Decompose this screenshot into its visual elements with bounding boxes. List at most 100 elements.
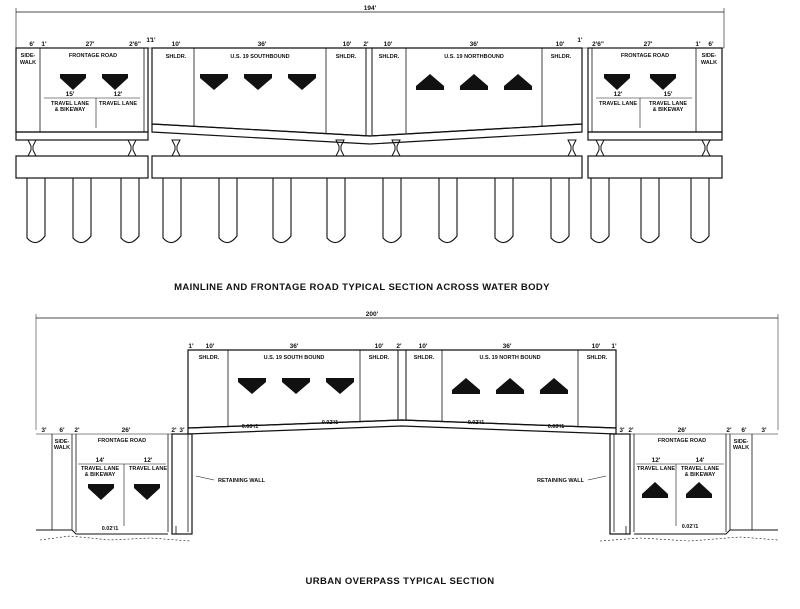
pile xyxy=(438,178,458,244)
frontage-road-label: FRONTAGE ROAD xyxy=(69,53,117,59)
cross-slope-label: 0.02'/1 xyxy=(102,526,119,532)
arrow-up-icon xyxy=(416,74,444,90)
bearing xyxy=(127,139,137,157)
top-mainline: 1' 10' 36' 10' 2' 10' 36' 10' 1' SHLDR. … xyxy=(150,37,583,145)
pile-cap xyxy=(15,155,149,179)
sidewalk-label: SIDE- xyxy=(734,439,749,445)
leader-line xyxy=(587,475,607,481)
dim-label: 1' xyxy=(150,37,156,44)
arrow-up-icon xyxy=(504,74,532,90)
arrow-down-icon xyxy=(60,74,86,90)
arrow-down-icon xyxy=(282,378,310,394)
arrow-up-icon xyxy=(642,482,668,498)
lane-label: & BIKEWAY xyxy=(653,107,684,113)
sidewalk-label: WALK xyxy=(733,445,749,451)
arrow-down-icon xyxy=(326,378,354,394)
shoulder-label: SHLDR. xyxy=(199,355,220,361)
arrow-up-icon xyxy=(452,378,480,394)
northbound-label: U.S. 19 NORTH BOUND xyxy=(479,355,540,361)
dim-label: 10' xyxy=(592,343,601,350)
sidewalk-label: WALK xyxy=(20,60,36,66)
dim-label: 2' xyxy=(363,41,369,48)
pile xyxy=(162,178,182,244)
arrow-up-icon xyxy=(540,378,568,394)
sidewalk-label: WALK xyxy=(54,445,70,451)
arrow-down-icon xyxy=(604,74,630,90)
dim-label: 2' xyxy=(726,427,732,434)
sidewalk-label: SIDE- xyxy=(55,439,70,445)
cross-slope-label: 0.03'/1 xyxy=(548,424,565,430)
bearing xyxy=(567,139,577,157)
bottom-section: 200' 1' 10' 36' 10' 2' 10' 36' 10' 1' SH… xyxy=(35,311,779,587)
cross-slope-label: 0.02'/1 xyxy=(682,524,699,530)
mainline-slab xyxy=(151,123,583,145)
pile xyxy=(326,178,346,244)
dim-label: 15' xyxy=(66,91,75,98)
dim-label: 12' xyxy=(652,457,661,464)
top-left-frontage: 6' 1' 27' 2'6" 1' SIDE- WALK FRONTAGE RO… xyxy=(15,37,152,141)
lane-label: TRAVEL LANE xyxy=(81,466,119,472)
top-right-frontage: 2'6" 27' 1' 6' SIDE- WALK FRONTAGE ROAD … xyxy=(587,41,723,141)
lane-label: TRAVEL LANE xyxy=(99,101,137,107)
pile xyxy=(26,178,46,244)
dim-label: 3' xyxy=(41,427,47,434)
pile xyxy=(640,178,660,244)
arrow-down-icon xyxy=(134,484,160,500)
cross-slope-label: 0.02'/1 xyxy=(468,420,485,426)
dim-label: 2'6" xyxy=(592,41,604,48)
southbound-label: U.S. 19 SOUTHBOUND xyxy=(230,54,289,60)
pile xyxy=(120,178,140,244)
dim-label: 1' xyxy=(695,41,701,48)
dim-label: 12' xyxy=(144,457,153,464)
bearing xyxy=(171,139,181,157)
frontage-road-label: FRONTAGE ROAD xyxy=(658,438,706,444)
dim-label: 2' xyxy=(396,343,402,350)
dim-label: 36' xyxy=(290,343,299,350)
pile xyxy=(494,178,514,244)
arrow-down-icon xyxy=(244,74,272,90)
pile xyxy=(590,178,610,244)
dim-label: 10' xyxy=(556,41,565,48)
dim-label: 2' xyxy=(74,427,80,434)
lane-label: & BIKEWAY xyxy=(85,472,116,478)
dim-label: 2' xyxy=(171,427,177,434)
leader-line xyxy=(195,475,215,481)
lane-label: TRAVEL LANE xyxy=(649,101,687,107)
arrow-down-icon xyxy=(288,74,316,90)
top-section: 194' 6' 1' 27' 2'6" 1' SIDE- WALK FRONTA… xyxy=(15,5,725,293)
dim-label: 2'6" xyxy=(129,41,141,48)
dim-label: 1' xyxy=(577,37,583,44)
sidewalk-label: SIDE- xyxy=(702,53,717,59)
ground-line xyxy=(599,536,779,542)
deck-slab xyxy=(587,131,723,141)
arrow-down-icon xyxy=(238,378,266,394)
arrow-down-icon xyxy=(200,74,228,90)
dim-label: 36' xyxy=(258,41,267,48)
dim-label: 26' xyxy=(122,427,131,434)
retaining-wall-label: RETAINING WALL xyxy=(218,478,266,484)
dim-label: 1' xyxy=(41,41,47,48)
dim-label: 12' xyxy=(614,91,623,98)
overall-width-label: 200' xyxy=(366,311,379,318)
lane-label: & BIKEWAY xyxy=(55,107,86,113)
dim-label: 1' xyxy=(188,343,194,350)
top-section-title: MAINLINE AND FRONTAGE ROAD TYPICAL SECTI… xyxy=(174,282,550,293)
dim-label: 10' xyxy=(206,343,215,350)
lane-label: TRAVEL LANE xyxy=(129,466,167,472)
dim-label: 1' xyxy=(611,343,617,350)
bearing xyxy=(595,139,605,157)
pile xyxy=(550,178,570,244)
retaining-wall xyxy=(171,433,193,535)
cross-slope-label: 0.02'/1 xyxy=(322,420,339,426)
pile-cap xyxy=(151,155,583,179)
dim-label: 3' xyxy=(619,427,625,434)
arrow-up-icon xyxy=(686,482,712,498)
deck-slab xyxy=(15,131,149,141)
pile xyxy=(72,178,92,244)
dim-label: 12' xyxy=(114,91,123,98)
pavement-line xyxy=(634,529,778,535)
dim-label: 3' xyxy=(761,427,767,434)
dim-label: 1' xyxy=(146,37,152,44)
